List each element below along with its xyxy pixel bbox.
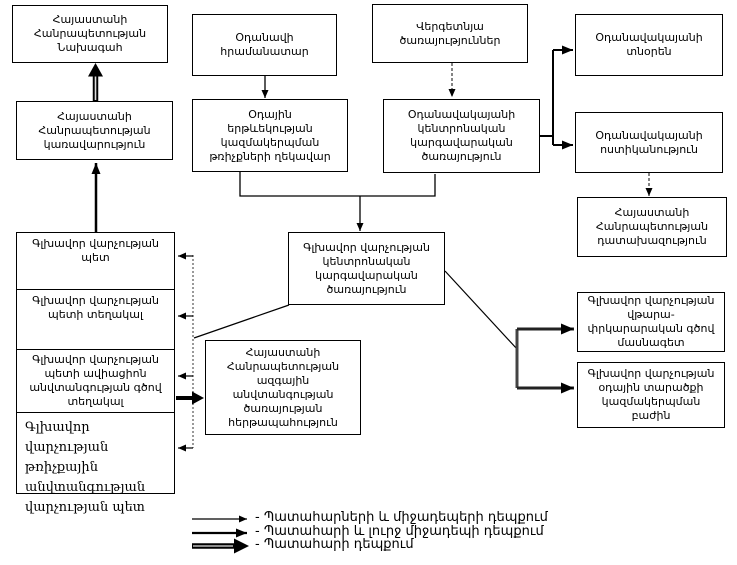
box-chief-deputy: Գլխավոր վարչության պետի տեղակալ bbox=[16, 289, 175, 350]
box-rescue-specialist: Գլխավոր վարչության վթարա- փրկարարական գծ… bbox=[577, 292, 725, 352]
left-spine-arrows bbox=[178, 252, 194, 452]
legend-arrow-thick bbox=[192, 538, 249, 554]
box-government: Հայաստանի Հանրապետության կառավարություն bbox=[16, 101, 173, 160]
box-airport-dispatch-label: Օդանավակայանի կենտրոնական կարգավարական ծ… bbox=[407, 108, 516, 163]
box-flight-safety-head-label: Գլխավոր վարչության թռիչքային անվտանգությ… bbox=[25, 420, 146, 515]
box-prosecutor-label: Հայաստանի Հանրապետության դատախազություն bbox=[595, 206, 709, 247]
box-airport-police: Օդանավակայանի ոստիկանություն bbox=[575, 112, 723, 173]
box-aircraft-commander: Օդանավի հրամանատար bbox=[192, 14, 337, 76]
box-nss-duty-label: Հայաստանի Հանրապետության ազգային անվտանգ… bbox=[226, 345, 340, 429]
arrow-dispatch-to-director-police bbox=[540, 45, 573, 150]
box-ground-services-label: Վերգետնյա ծառայություններ bbox=[399, 19, 501, 47]
box-flight-director: Օդային երթևեկության կազմակերպման թռիչքնե… bbox=[192, 99, 348, 172]
box-central-dispatch-label: Գլխավոր վարչության կենտրոնական կարգավարա… bbox=[303, 240, 430, 296]
box-aviation-security-deputy: Գլխավոր վարչության պետի ավիացիոն անվտանգ… bbox=[16, 349, 175, 413]
box-chief: Գլխավոր վարչության պետ bbox=[16, 232, 175, 290]
legend-item-thick-label: - Պատահարի դեպքում bbox=[255, 537, 414, 552]
diagonal-connectors bbox=[193, 270, 518, 350]
box-airport-director: Օդանավակայանի տնօրեն bbox=[575, 14, 723, 76]
right-spine-arrows bbox=[515, 323, 574, 394]
arrow-to-central-dispatch bbox=[239, 172, 436, 231]
arrow-government-to-president bbox=[88, 63, 103, 101]
arrow-to-nss-duty bbox=[176, 391, 204, 405]
box-chief-label: Գլխավոր վարչության պետ bbox=[32, 237, 159, 264]
box-chief-deputy-label: Գլխավոր վարչության պետի տեղակալ bbox=[32, 294, 159, 321]
box-ground-services: Վերգետնյա ծառայություններ bbox=[372, 4, 528, 63]
box-airspace-division-label: Գլխավոր վարչության օդային տարածքի կազմակ… bbox=[587, 367, 715, 422]
legend-item-thin-label: - Պատահարների և միջադեպերի դեպքում bbox=[255, 510, 548, 525]
box-flight-director-label: Օդային երթևեկության կազմակերպման թռիչքնե… bbox=[209, 107, 331, 163]
box-president: Հայաստանի Հանրապետության Նախագահ bbox=[12, 5, 168, 63]
box-airport-director-label: Օդանավակայանի տնօրեն bbox=[595, 31, 703, 58]
box-rescue-specialist-label: Գլխավոր վարչության վթարա- փրկարարական գծ… bbox=[587, 294, 715, 349]
box-prosecutor: Հայաստանի Հանրապետության դատախազություն bbox=[577, 197, 727, 257]
box-central-dispatch: Գլխավոր վարչության կենտրոնական կարգավարա… bbox=[288, 232, 445, 305]
box-aviation-security-deputy-label: Գլխավոր վարչության պետի ավիացիոն անվտանգ… bbox=[29, 353, 162, 408]
box-nss-duty: Հայաստանի Հանրապետության ազգային անվտանգ… bbox=[205, 340, 361, 435]
box-airport-police-label: Օդանավակայանի ոստիկանություն bbox=[595, 128, 703, 156]
box-government-label: Հայաստանի Հանրապետության կառավարություն bbox=[38, 109, 151, 151]
box-flight-safety-head: Գլխավոր վարչության թռիչքային անվտանգությ… bbox=[16, 412, 175, 515]
box-airport-dispatch: Օդանավակայանի կենտրոնական կարգավարական ծ… bbox=[383, 99, 540, 173]
box-president-label: Հայաստանի Հանրապետության Նախագահ bbox=[33, 13, 147, 54]
box-airspace-division: Գլխավոր վարչության օդային տարածքի կազմակ… bbox=[577, 362, 725, 428]
legend-item-medium-label: - Պատահարի և լուրջ միջադեպի դեպքում bbox=[255, 524, 544, 539]
box-aircraft-commander-label: Օդանավի հրամանատար bbox=[220, 31, 309, 58]
